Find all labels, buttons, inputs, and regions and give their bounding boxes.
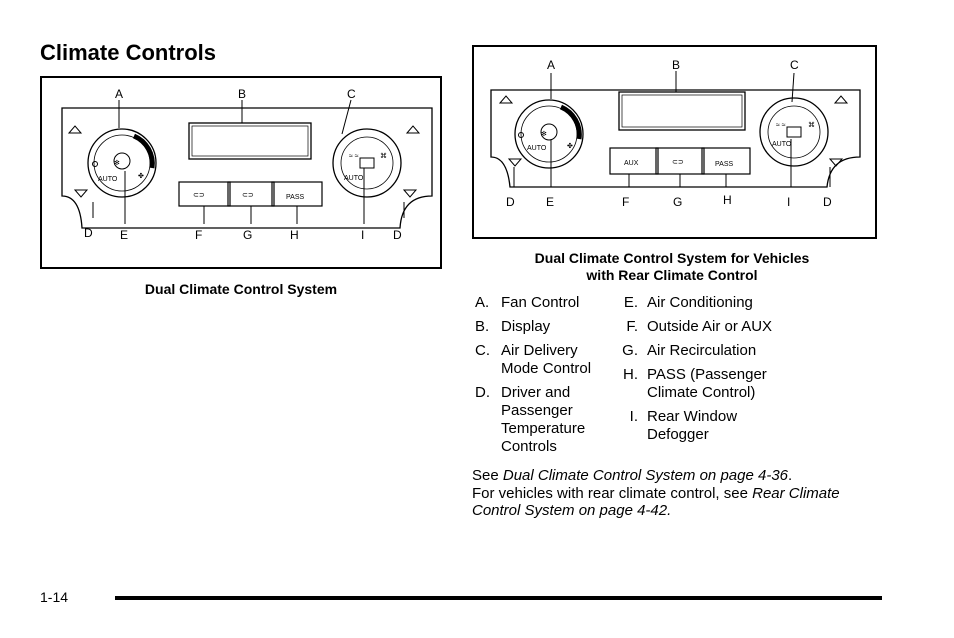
- legend-text: Rear Window Defogger: [647, 408, 738, 443]
- callout-h: H: [723, 193, 732, 207]
- callout-a: A: [547, 58, 555, 72]
- climate-panel-diagram: ✻ AUTO ✤ AUTO ≈ ≈ ⌘ ⊂⊃ ⊂⊃ PASS A: [61, 87, 433, 242]
- legend-key: I.: [629, 408, 638, 425]
- callout-i: I: [361, 228, 364, 242]
- figure2-caption: Dual Climate Control System for Vehicles…: [472, 250, 872, 284]
- fig2-aux-button: AUX: [624, 160, 639, 167]
- recirculation-icon: ⊂⊃: [672, 159, 684, 166]
- legend-item: B. Display: [475, 318, 615, 336]
- legend-right-column: E.Air Conditioning F.Outside Air or AUX …: [618, 294, 818, 450]
- see-suffix: .: [788, 467, 793, 484]
- callout-e: E: [546, 195, 554, 209]
- callout-c: C: [347, 87, 356, 101]
- legend-text: Display: [501, 318, 551, 335]
- figure2-caption-line1: Dual Climate Control System for Vehicles: [534, 250, 810, 266]
- fig2-auto-right: AUTO: [772, 141, 792, 148]
- callout-f: F: [622, 195, 629, 209]
- legend-text: Fan Control: [501, 294, 580, 311]
- page-title: Climate Controls: [40, 40, 217, 65]
- legend-item: C. Air Delivery Mode Control: [475, 342, 615, 378]
- legend-item: E. Air Conditioning: [618, 294, 818, 312]
- callout-b: B: [238, 87, 246, 101]
- see-link[interactable]: Dual Climate Control System on page 4-36: [502, 467, 788, 484]
- footer-rule: [115, 596, 882, 600]
- legend-key: C.: [475, 342, 490, 359]
- legend-item: I. Rear Window Defogger: [618, 408, 818, 444]
- figure-dual-climate-control-rear: ✻ AUTO ✤ AUTO ≈ ≈ ⌘ AUX ⊂⊃ PASS A B C D …: [472, 45, 877, 239]
- fig1-auto-right: AUTO: [344, 175, 364, 182]
- recirculation-icon: ⊂⊃: [242, 192, 254, 199]
- see-reference: See Dual Climate Control System on page …: [472, 467, 892, 485]
- climate-panel-rear-diagram: ✻ AUTO ✤ AUTO ≈ ≈ ⌘ AUX ⊂⊃ PASS A B C D …: [490, 58, 861, 209]
- defrost-icon: ⌘: [808, 121, 815, 129]
- callout-f: F: [195, 228, 202, 242]
- page-number: 1-14: [40, 589, 69, 605]
- callout-e: E: [120, 228, 128, 242]
- fig1-pass-button: PASS: [286, 194, 304, 201]
- legend-text: PASS (Passenger Climate Control): [647, 366, 767, 401]
- rear-prefix: For vehicles with rear climate control, …: [472, 484, 753, 502]
- legend-key: E.: [623, 294, 638, 311]
- defrost-icon: ⌘: [380, 152, 387, 160]
- rear-reference: For vehicles with rear climate control, …: [472, 485, 892, 520]
- figure-dual-climate-control: ✻ AUTO ✤ AUTO ≈ ≈ ⌘ ⊂⊃ ⊂⊃ PASS A: [40, 76, 442, 269]
- fig2-auto-left: AUTO: [527, 145, 547, 152]
- fan-icon: ✤: [138, 172, 144, 180]
- figure1-caption: Dual Climate Control System: [144, 281, 338, 297]
- callout-i: I: [787, 195, 790, 209]
- legend-text: Outside Air or AUX: [647, 318, 773, 335]
- callout-c: C: [790, 58, 799, 72]
- callout-h: H: [290, 228, 299, 242]
- figure2-caption-line2: with Rear Climate Control: [586, 267, 758, 283]
- legend-item: D. Driver and Passenger Temperature Contr…: [475, 384, 615, 456]
- legend-item: A. Fan Control: [475, 294, 615, 312]
- legend-item: F. Outside Air or AUX: [618, 318, 818, 336]
- airflow-icon: ≈ ≈: [776, 122, 786, 129]
- legend-key: F.: [626, 318, 638, 335]
- legend-key: B.: [475, 318, 490, 335]
- callout-d-left: D: [506, 195, 515, 209]
- fan-icon: ✤: [567, 142, 573, 150]
- see-prefix: See: [472, 467, 503, 484]
- callout-d-right: D: [823, 195, 832, 209]
- snowflake-icon: ✻: [541, 130, 547, 138]
- cross-references: See Dual Climate Control System on page …: [472, 467, 892, 520]
- callout-g: G: [673, 195, 682, 209]
- legend-key: A.: [475, 294, 490, 311]
- fig2-pass-button: PASS: [715, 161, 733, 168]
- legend-left-column: A. Fan Control B. Display C. Air Delivery M…: [475, 294, 615, 462]
- legend-key: H.: [623, 366, 638, 383]
- legend-text: Air Conditioning: [647, 294, 753, 311]
- legend-text: Air Recirculation: [647, 342, 757, 359]
- callout-a: A: [115, 87, 123, 101]
- legend-item: H. PASS (Passenger Climate Control): [618, 366, 818, 402]
- snowflake-icon: ✻: [114, 159, 120, 167]
- airflow-icon: ≈ ≈: [349, 153, 359, 160]
- legend-item: G. Air Recirculation: [618, 342, 818, 360]
- callout-d-left: D: [84, 226, 93, 240]
- callout-b: B: [672, 58, 680, 72]
- callout-d-right: D: [393, 228, 402, 242]
- fig1-auto-left: AUTO: [98, 176, 118, 183]
- rear-link[interactable]: Rear Climate Control System on page 4-42…: [472, 484, 840, 520]
- callout-g: G: [243, 228, 252, 242]
- outside-air-icon: ⊂⊃: [193, 192, 205, 199]
- legend-key: D.: [475, 384, 490, 401]
- legend-text: Driver and Passenger Temperature Control…: [501, 384, 586, 455]
- legend-text: Air Delivery Mode Control: [501, 342, 592, 377]
- legend-key: G.: [622, 342, 638, 359]
